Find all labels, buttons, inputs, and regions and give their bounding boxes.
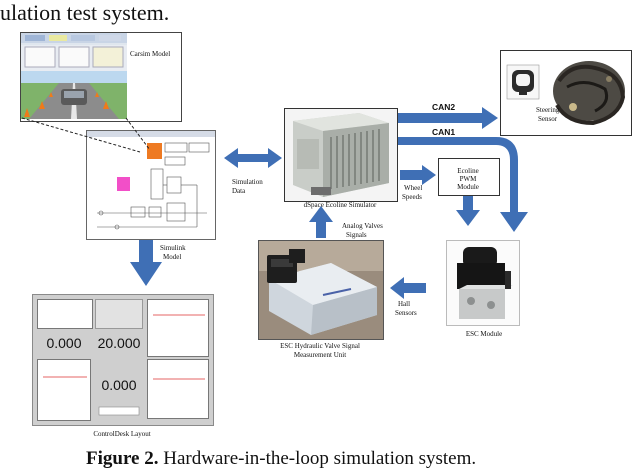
- analog-label-line1: Analog Valves: [342, 222, 383, 230]
- simulation-data-label-line2: Data: [232, 187, 246, 195]
- pwm-label-line2: PWM: [459, 175, 477, 183]
- simulation-data-label-line1: Simulation: [232, 178, 263, 186]
- pwm-label-line3: Module: [457, 183, 479, 191]
- steering-label-line1: Steering: [536, 106, 560, 114]
- steering-label-line2: Sensor: [538, 115, 558, 123]
- controldesk-value-1: 0.000: [46, 335, 82, 351]
- hydraulic-unit-image: [258, 240, 384, 340]
- caption-text: Hardware-in-the-loop simulation system.: [158, 448, 477, 469]
- dspace-simulator-image: [284, 108, 398, 202]
- arrow-can2: [398, 107, 498, 129]
- arrow-pwm-to-esc: [456, 196, 480, 226]
- hydraulic-label-line2: Measurement Unit: [293, 351, 347, 359]
- carsim-label: Carsim Model: [130, 50, 171, 58]
- esc-module-image: [446, 240, 520, 326]
- controldesk-value-2: 20.000: [97, 335, 141, 351]
- can2-label: CAN2: [432, 102, 456, 112]
- arrow-can1: [398, 137, 528, 232]
- hall-label-line2: Sensors: [395, 309, 417, 317]
- header-text: ulation test system.: [0, 0, 170, 25]
- hydraulic-label-line1: ESC Hydraulic Valve Signal: [280, 342, 360, 350]
- simulink-label-line1: Simulink: [160, 244, 186, 252]
- arrow-hall-sensors: [390, 277, 426, 299]
- figure-caption: Figure 2. Hardware-in-the-loop simulatio…: [86, 448, 476, 470]
- analog-label-line2: Signals: [346, 231, 367, 239]
- arrow-simulink-to-controldesk: [130, 240, 162, 286]
- arrow-simulink-dspace: [224, 148, 282, 168]
- wheel-speeds-label-line1: Wheel: [404, 184, 423, 192]
- pwm-module-box: [438, 158, 500, 196]
- simulink-window: [86, 130, 216, 240]
- wheel-speeds-label-line2: Speeds: [402, 193, 422, 201]
- caption-label: Figure 2.: [86, 448, 159, 469]
- controldesk-label: ControlDesk Layout: [93, 430, 151, 438]
- esc-label: ESC Module: [465, 330, 503, 338]
- carsim-screenshot: [21, 33, 127, 119]
- pwm-label-line1: Ecoline: [457, 167, 479, 175]
- simulink-label-line2: Model: [163, 253, 182, 261]
- can1-label: CAN1: [432, 127, 456, 137]
- controldesk-window: 0.000 20.000 0.000: [32, 294, 214, 426]
- controldesk-value-3: 0.000: [101, 377, 137, 393]
- steering-sensor-box: [500, 50, 632, 136]
- dspace-label: dSpace Ecoline Simulator: [303, 201, 377, 209]
- arrow-wheel-speeds: [400, 165, 436, 185]
- arrow-analog-valves: [309, 206, 333, 238]
- hall-label-line1: Hall: [398, 300, 411, 308]
